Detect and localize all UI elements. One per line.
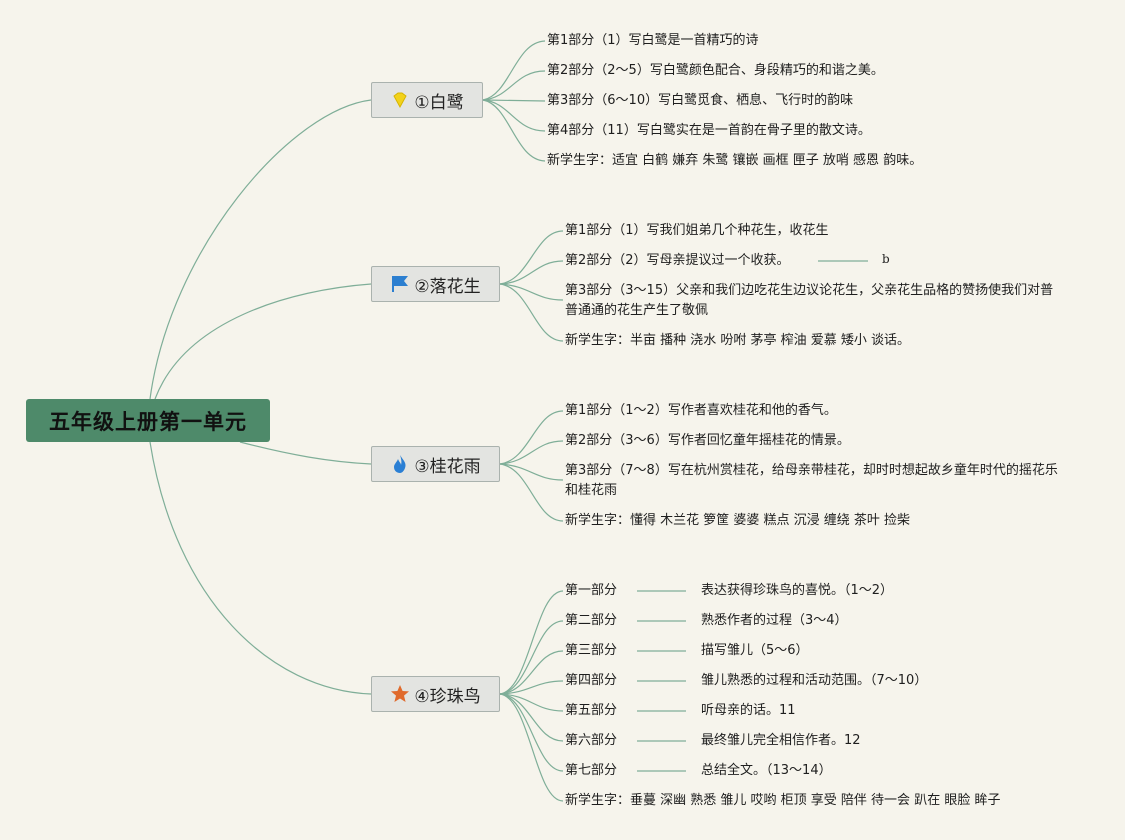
connector-t4-c6 (499, 693, 564, 742)
topic4-part-detail[interactable]: 总结全文。（13～14） (701, 763, 832, 778)
connector-root-topic4 (149, 441, 372, 695)
topic4-part-label[interactable]: 第七部分 (565, 763, 618, 778)
gem-icon (390, 90, 410, 110)
topic-title: ④珍珠鸟 (414, 686, 481, 707)
connector-t4-c2 (499, 620, 564, 695)
topic1-child-4[interactable]: 第4部分（11）写白鹭实在是一首韵在骨子里的散文诗。 (547, 123, 871, 138)
root-node[interactable]: 五年级上册第一单元 (26, 399, 270, 442)
topic4-part-detail[interactable]: 最终雏儿完全相信作者。12 (701, 733, 861, 748)
connector-t4-c3 (499, 650, 564, 695)
topic-luohuasheng[interactable]: ②落花生 (371, 266, 500, 302)
stray-label: b (882, 252, 890, 266)
topic1-child-3[interactable]: 第3部分（6～10）写白鹭觅食、栖息、飞行时的韵味 (547, 93, 854, 108)
topic4-part-label[interactable]: 第六部分 (565, 733, 618, 748)
connector-t2-c2 (499, 260, 564, 285)
topic1-vocab[interactable]: 新学生字：适宜 白鹤 嫌弃 朱鹭 镶嵌 画框 匣子 放哨 感恩 韵味。 (547, 153, 923, 168)
topic2-vocab[interactable]: 新学生字：半亩 播种 浇水 吩咐 茅亭 榨油 爱慕 矮小 谈话。 (565, 333, 911, 348)
topic4-part-label[interactable]: 第一部分 (565, 583, 618, 598)
topic4-part-detail[interactable]: 听母亲的话。11 (701, 703, 796, 718)
flag-icon (390, 274, 410, 294)
connector-t4-c4 (499, 680, 564, 695)
star-icon (390, 684, 410, 704)
topic4-part-detail[interactable]: 熟悉作者的过程（3～4） (701, 613, 848, 628)
flame-icon (390, 454, 410, 474)
topic-title: ②落花生 (414, 276, 481, 297)
topic4-part-detail[interactable]: 雏儿熟悉的过程和活动范围。（7～10） (701, 673, 928, 688)
topic4-part-label[interactable]: 第二部分 (565, 613, 618, 628)
topic1-child-1[interactable]: 第1部分（1）写白鹭是一首精巧的诗 (547, 33, 759, 48)
connector-root-topic3 (239, 441, 372, 465)
topic3-child-1[interactable]: 第1部分（1～2）写作者喜欢桂花和他的香气。 (565, 403, 837, 418)
connector-t2-c3 (499, 283, 564, 301)
topic4-part-label[interactable]: 第五部分 (565, 703, 618, 718)
topic2-child-2[interactable]: 第2部分（2）写母亲提议过一个收获。 (565, 253, 790, 268)
topic-guihuayu[interactable]: ③桂花雨 (371, 446, 500, 482)
topic4-vocab[interactable]: 新学生字：垂蔓 深幽 熟悉 雏儿 哎哟 柜顶 享受 陪伴 待一会 趴在 眼脸 眸… (565, 793, 1001, 808)
topic4-part-detail[interactable]: 表达获得珍珠鸟的喜悦。（1～2） (701, 583, 894, 598)
topic4-part-label[interactable]: 第三部分 (565, 643, 618, 658)
topic2-child-1[interactable]: 第1部分（1）写我们姐弟几个种花生，收花生 (565, 223, 829, 238)
connector-t4-c8 (499, 693, 564, 802)
connector-t4-c1 (499, 590, 564, 695)
connector-t1-c5 (482, 99, 546, 162)
connector-t4-c7 (499, 693, 564, 772)
topic1-child-2[interactable]: 第2部分（2～5）写白鹭颜色配合、身段精巧的和谐之美。 (547, 63, 884, 78)
root-title: 五年级上册第一单元 (49, 409, 247, 434)
connector-t3-c2 (499, 440, 564, 465)
topic3-child-3[interactable]: 第3部分（7～8）写在杭州赏桂花，给母亲带桂花，却时时想起故乡童年时代的摇花乐和… (565, 463, 1058, 498)
connector-t2-c4 (499, 283, 564, 342)
topic4-part-label[interactable]: 第四部分 (565, 673, 618, 688)
connector-t1-c3 (482, 99, 546, 102)
connector-root-topic1 (149, 99, 372, 400)
connector-t1-c1 (482, 40, 546, 101)
topic2-child-3[interactable]: 第3部分（3～15）父亲和我们边吃花生边议论花生，父亲花生品格的赞扬使我们对普普… (565, 283, 1054, 318)
connector-t1-c2 (482, 70, 546, 101)
topic-bailu[interactable]: ①白鹭 (371, 82, 483, 118)
connector-t3-c3 (499, 463, 564, 481)
connector-t4-c5 (499, 693, 564, 712)
connector-t3-c1 (499, 410, 564, 465)
topic-title: ①白鹭 (414, 92, 464, 113)
connector-t3-c4 (499, 463, 564, 522)
topic4-part-detail[interactable]: 描写雏儿（5～6） (701, 643, 809, 658)
topic3-child-2[interactable]: 第2部分（3～6）写作者回忆童年摇桂花的情景。 (565, 433, 850, 448)
connector-t1-c4 (482, 99, 546, 132)
topic3-vocab[interactable]: 新学生字：懂得 木兰花 箩筐 婆婆 糕点 沉浸 缠绕 茶叶 捡柴 (565, 513, 911, 528)
connector-root-topic2 (154, 283, 372, 400)
connector-t2-c1 (499, 230, 564, 285)
topic-title: ③桂花雨 (414, 456, 481, 477)
topic-zhenzhuniao[interactable]: ④珍珠鸟 (371, 676, 500, 712)
